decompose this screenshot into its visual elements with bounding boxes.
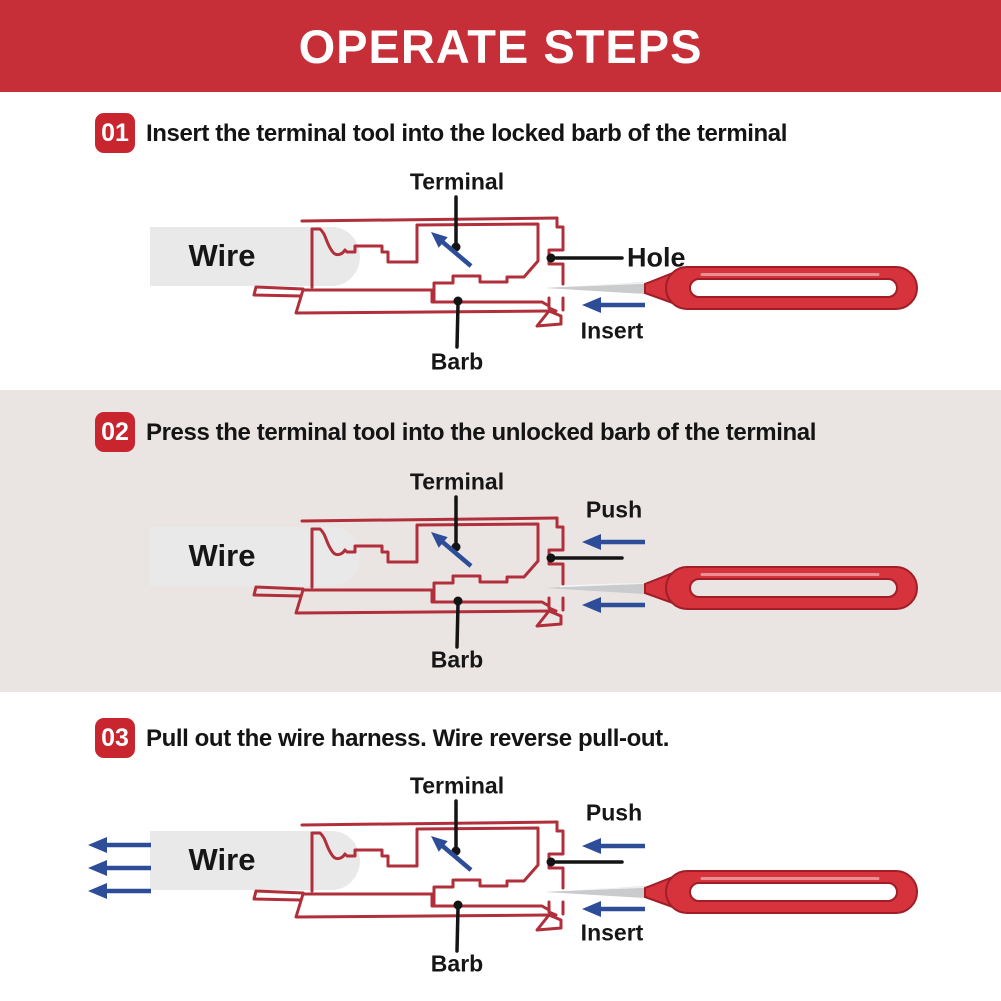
step2-number-badge: 02 [95, 412, 135, 452]
header-band: OPERATE STEPS [0, 0, 1001, 92]
label-insert: Insert [580, 919, 644, 946]
label-insert: Insert [580, 317, 644, 344]
step1-diagram [150, 197, 917, 347]
label-hole: Hole [627, 242, 686, 273]
step3-number-badge: 03 [95, 718, 135, 758]
step1-number-badge: 01 [95, 113, 135, 153]
label-terminal: Terminal [409, 772, 505, 799]
label-wire: Wire [188, 238, 256, 273]
label-barb: Barb [430, 646, 484, 673]
push-arrow-icon [582, 534, 645, 550]
label-terminal: Terminal [409, 468, 505, 495]
label-push: Push [585, 799, 643, 826]
pull-out-arrows-icon [88, 837, 151, 899]
label-push: Push [585, 496, 643, 523]
page-title: OPERATE STEPS [298, 19, 703, 73]
step3-instruction: Pull out the wire harness. Wire reverse … [146, 725, 669, 752]
step1-instruction: Insert the terminal tool into the locked… [146, 120, 788, 147]
step2-diagram [150, 497, 917, 647]
label-terminal: Terminal [409, 168, 505, 195]
label-barb: Barb [430, 950, 484, 977]
label-barb: Barb [430, 348, 484, 375]
step2-instruction: Press the terminal tool into the unlocke… [146, 419, 816, 446]
push-arrow-icon [582, 838, 645, 854]
label-wire: Wire [188, 538, 256, 573]
label-wire: Wire [188, 842, 256, 877]
